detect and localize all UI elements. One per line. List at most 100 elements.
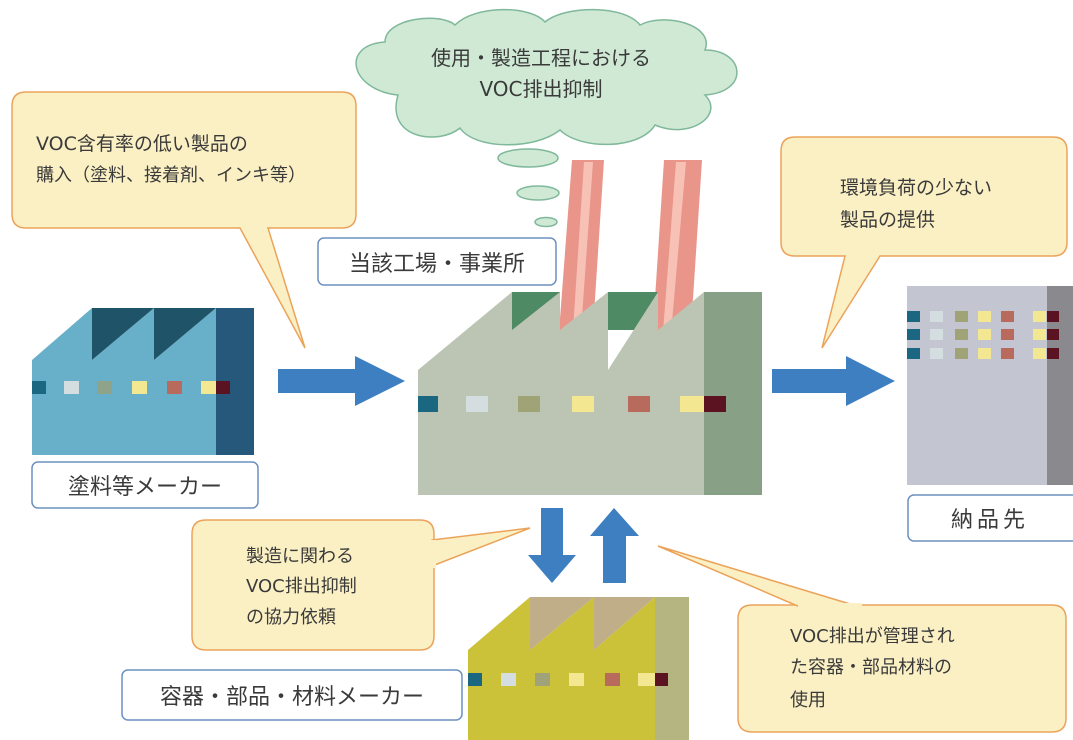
bubble-shape — [191, 519, 435, 651]
cloud-text-line2: VOC排出抑制 — [479, 77, 602, 101]
window — [518, 396, 540, 412]
window — [167, 381, 182, 394]
window — [466, 396, 488, 412]
window — [978, 348, 991, 359]
chimney-right-highlight — [662, 162, 686, 345]
paint-maker-factory-icon — [32, 308, 254, 455]
roof-window-left — [530, 597, 594, 650]
window — [132, 381, 147, 394]
window — [704, 396, 726, 412]
factory-body — [418, 292, 704, 495]
window — [216, 381, 230, 394]
bubble-request-line2: VOC排出抑制 — [246, 576, 357, 597]
speech-bubble-request: 製造に関わる VOC排出抑制 の協力依頼 — [191, 519, 531, 651]
bubble-request-line1: 製造に関わる — [246, 546, 354, 567]
window — [1001, 348, 1014, 359]
label-delivery: 納品先 — [907, 494, 1073, 542]
flow-arrows — [278, 356, 895, 583]
arrow-up-from-parts — [590, 508, 639, 583]
window — [569, 673, 584, 686]
window — [680, 396, 704, 412]
speech-bubble-provide: 環境負荷の少ない 製品の提供 — [780, 136, 1068, 349]
window — [64, 381, 79, 394]
window — [572, 396, 594, 412]
label-parts-maker: 容器・部品・材料メーカー — [121, 669, 463, 721]
factory-body — [468, 597, 655, 740]
window — [418, 396, 438, 412]
label-paint-maker: 塗料等メーカー — [31, 461, 259, 509]
delivery-building-icon — [907, 286, 1073, 485]
window — [605, 673, 620, 686]
bubble-request-line3: の協力依頼 — [246, 607, 336, 628]
window — [97, 381, 112, 394]
window — [638, 673, 655, 686]
bubble-tail — [431, 527, 531, 568]
window — [1047, 311, 1059, 322]
window — [1033, 329, 1046, 340]
bubble-tail-mask — [426, 540, 436, 568]
factory-body — [32, 308, 216, 455]
label-parts-maker-text: 容器・部品・材料メーカー — [160, 685, 424, 710]
bubble-provide-line2: 製品の提供 — [840, 209, 935, 231]
label-delivery-text: 納品先 — [951, 508, 1029, 533]
building-body — [907, 286, 1047, 485]
window — [955, 329, 968, 340]
window — [907, 348, 920, 359]
bubble-purchase-line1: VOC含有率の低い製品の — [36, 133, 248, 155]
window — [32, 381, 46, 394]
window — [1001, 311, 1014, 322]
parts-maker-factory-icon — [468, 597, 689, 740]
speech-bubble-purchase: VOC含有率の低い製品の 購入（塗料、接着剤、インキ等） — [11, 91, 357, 349]
factory-side — [704, 292, 762, 495]
roof-window-left — [92, 308, 154, 360]
window — [907, 311, 920, 322]
label-main-factory: 当該工場・事業所 — [317, 237, 557, 286]
roof-window-right — [594, 597, 655, 650]
thought-dot-large — [497, 148, 559, 168]
window — [201, 381, 216, 394]
speech-bubble-managed: VOC排出が管理され た容器・部品材料の 使用 — [657, 545, 1067, 733]
window — [468, 673, 482, 686]
window-rows — [907, 311, 1059, 359]
thought-dot-medium — [516, 185, 560, 201]
label-paint-maker-text: 塗料等メーカー — [68, 475, 222, 500]
bubble-tail-mask — [798, 603, 862, 609]
window — [501, 673, 516, 686]
window — [907, 329, 920, 340]
window — [1033, 348, 1046, 359]
bubble-managed-line1: VOC排出が管理され — [790, 626, 955, 647]
label-box — [121, 669, 463, 721]
window — [655, 673, 668, 686]
bubble-managed-line3: 使用 — [790, 690, 826, 711]
arrow-right-to-delivery — [772, 356, 895, 406]
label-main-factory-text: 当該工場・事業所 — [349, 252, 525, 277]
chimney-left-highlight — [572, 162, 593, 345]
window — [978, 311, 991, 322]
bubble-provide-line1: 環境負荷の少ない — [840, 177, 992, 199]
window — [955, 348, 968, 359]
arrow-right-to-factory — [278, 356, 405, 406]
window — [930, 348, 943, 359]
bubble-shape — [737, 604, 1067, 733]
thought-cloud: 使用・製造工程における VOC排出抑制 — [355, 8, 738, 228]
bubble-purchase-line2: 購入（塗料、接着剤、インキ等） — [36, 164, 306, 186]
window — [930, 329, 943, 340]
label-box — [907, 494, 1073, 542]
label-box — [317, 237, 557, 286]
cloud-text-line1: 使用・製造工程における — [431, 46, 651, 70]
window — [1001, 329, 1014, 340]
cloud-shape — [355, 8, 738, 146]
roof-window-right — [154, 308, 216, 360]
window — [955, 311, 968, 322]
label-box — [31, 461, 259, 509]
bubble-shape — [780, 136, 1068, 349]
window — [930, 311, 943, 322]
window — [535, 673, 550, 686]
main-factory-icon — [418, 160, 762, 495]
factory-side — [655, 597, 689, 740]
window — [1033, 311, 1046, 322]
bubble-managed-line2: た容器・部品材料の — [790, 657, 952, 678]
arrow-down-to-parts — [528, 508, 576, 583]
window — [628, 396, 650, 412]
